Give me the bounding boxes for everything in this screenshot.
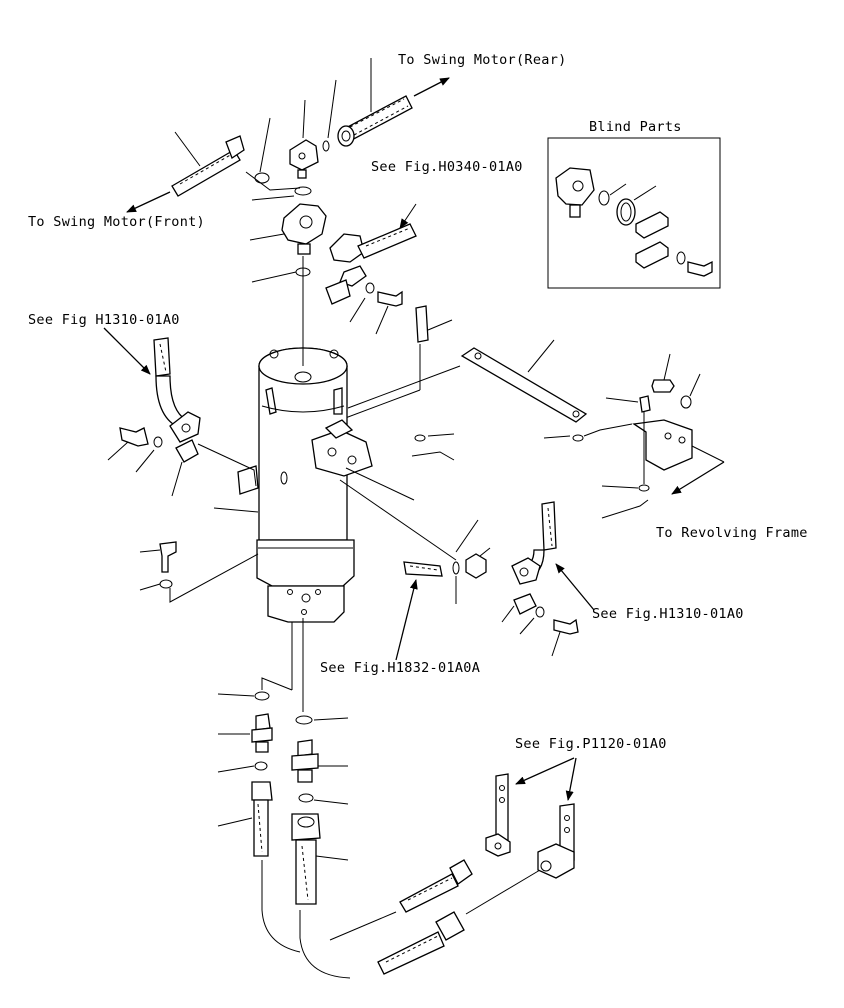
revolving-frame-bracket	[601, 353, 725, 519]
oring-front	[254, 172, 270, 184]
label-see-fig-h0340: See Fig.H0340-01A0	[371, 159, 523, 175]
oring-mid	[294, 186, 312, 196]
hose-h1310-right	[501, 501, 595, 657]
label-see-fig-h1310-left: See Fig H1310-01A0	[28, 312, 180, 328]
label-to-revolving-frame: To Revolving Frame	[656, 525, 808, 541]
swivel-lower-block	[267, 585, 345, 623]
blind-bolt	[687, 260, 713, 277]
blind-elbow-block	[555, 167, 595, 206]
blind-seal-ring	[616, 198, 636, 226]
blind-parts-frame	[547, 137, 721, 289]
label-see-fig-h1310-right: See Fig.H1310-01A0	[592, 606, 744, 622]
hose-to-p1120-lower	[377, 869, 541, 975]
label-to-swing-motor-front: To Swing Motor(Front)	[28, 214, 205, 230]
hose-to-swing-rear	[337, 58, 450, 147]
blind-clamp-lower	[635, 241, 669, 269]
label-see-fig-p1120: See Fig.P1120-01A0	[515, 736, 667, 752]
blind-oring	[598, 190, 610, 206]
hose-to-swing-front	[126, 131, 245, 213]
blind-parts-group	[547, 137, 721, 289]
label-to-swing-motor-rear: To Swing Motor(Rear)	[398, 52, 567, 68]
swivel-side-ports	[237, 419, 373, 495]
oring-upper-side	[322, 140, 330, 152]
washer-right-2	[572, 434, 584, 442]
elbow-block-middle	[249, 203, 327, 255]
hose-h1310-left	[103, 327, 257, 497]
mount-bolt	[159, 541, 177, 573]
stopper-plate	[460, 339, 588, 423]
hex-plug	[465, 553, 487, 579]
split-flange-left	[175, 439, 199, 463]
washer-right-1	[414, 434, 426, 442]
oring-bottom-left-2	[254, 761, 268, 771]
label-blind-parts: Blind Parts	[589, 119, 682, 135]
bracket-p1120-right	[537, 757, 577, 879]
mount-washer	[159, 579, 173, 589]
adapter-right	[291, 739, 348, 783]
dowel-pin	[415, 305, 429, 343]
oring-bottom-right-1	[295, 715, 313, 725]
bolt-bracket	[651, 379, 675, 393]
elbow-fitting-upper	[289, 79, 337, 179]
fitting-h1832	[395, 519, 491, 661]
bolt-left	[119, 427, 149, 447]
hose-h0340	[325, 203, 417, 335]
swivel-base-flange	[256, 539, 355, 587]
split-flange-right	[513, 593, 537, 615]
blind-washer	[676, 251, 686, 265]
oring-bottom-right-2	[298, 793, 314, 803]
blind-clamp-upper	[635, 211, 669, 239]
bolt-right	[553, 618, 579, 635]
hose-to-p1120-upper	[329, 859, 473, 941]
hose-bottom-left	[217, 781, 301, 953]
hose-bottom-right	[291, 813, 351, 979]
oring-bottom-left-1	[254, 691, 270, 701]
label-see-fig-h1832: See Fig.H1832-01A0A	[320, 660, 480, 676]
bracket-p1120-left	[485, 757, 575, 857]
adapter-left	[218, 713, 273, 753]
